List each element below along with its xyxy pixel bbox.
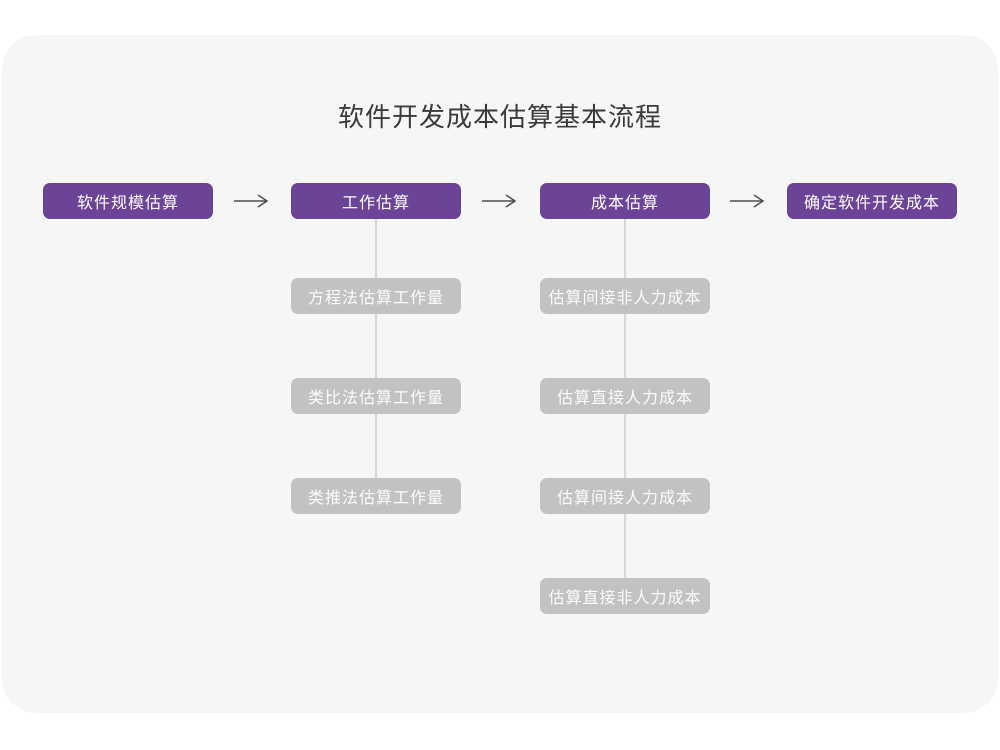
flow-node-cost-estimation: 成本估算 xyxy=(540,183,710,219)
sub-node-extrapolation-method: 类推法估算工作量 xyxy=(291,478,461,514)
work-column-connector-line xyxy=(375,219,377,496)
sub-node-label: 估算直接人力成本 xyxy=(556,388,693,407)
flow-node-label: 软件规模估算 xyxy=(76,193,179,212)
flow-node-label: 成本估算 xyxy=(590,193,659,212)
right-arrow-icon xyxy=(480,193,520,209)
diagram-title: 软件开发成本估算基本流程 xyxy=(337,103,662,133)
flow-node-label: 工作估算 xyxy=(341,193,410,212)
sub-node-label: 估算间接人力成本 xyxy=(556,488,693,507)
sub-node-indirect-nonlabor-cost: 估算间接非人力成本 xyxy=(540,278,710,314)
sub-node-direct-labor-cost: 估算直接人力成本 xyxy=(540,378,710,414)
right-arrow-icon xyxy=(232,193,272,209)
sub-node-label: 估算间接非人力成本 xyxy=(548,288,702,307)
sub-node-label: 类比法估算工作量 xyxy=(307,388,444,407)
flow-node-label: 确定软件开发成本 xyxy=(803,193,940,212)
diagram-card xyxy=(2,35,998,713)
flow-node-software-scale-estimation: 软件规模估算 xyxy=(43,183,213,219)
sub-node-label: 类推法估算工作量 xyxy=(307,488,444,507)
flow-node-determine-development-cost: 确定软件开发成本 xyxy=(787,183,957,219)
sub-node-equation-method: 方程法估算工作量 xyxy=(291,278,461,314)
flow-node-work-estimation: 工作估算 xyxy=(291,183,461,219)
sub-node-direct-nonlabor-cost: 估算直接非人力成本 xyxy=(540,578,710,614)
right-arrow-icon xyxy=(728,193,768,209)
sub-node-indirect-labor-cost: 估算间接人力成本 xyxy=(540,478,710,514)
sub-node-label: 方程法估算工作量 xyxy=(307,288,444,307)
sub-node-analogy-method: 类比法估算工作量 xyxy=(291,378,461,414)
sub-node-label: 估算直接非人力成本 xyxy=(548,588,702,607)
